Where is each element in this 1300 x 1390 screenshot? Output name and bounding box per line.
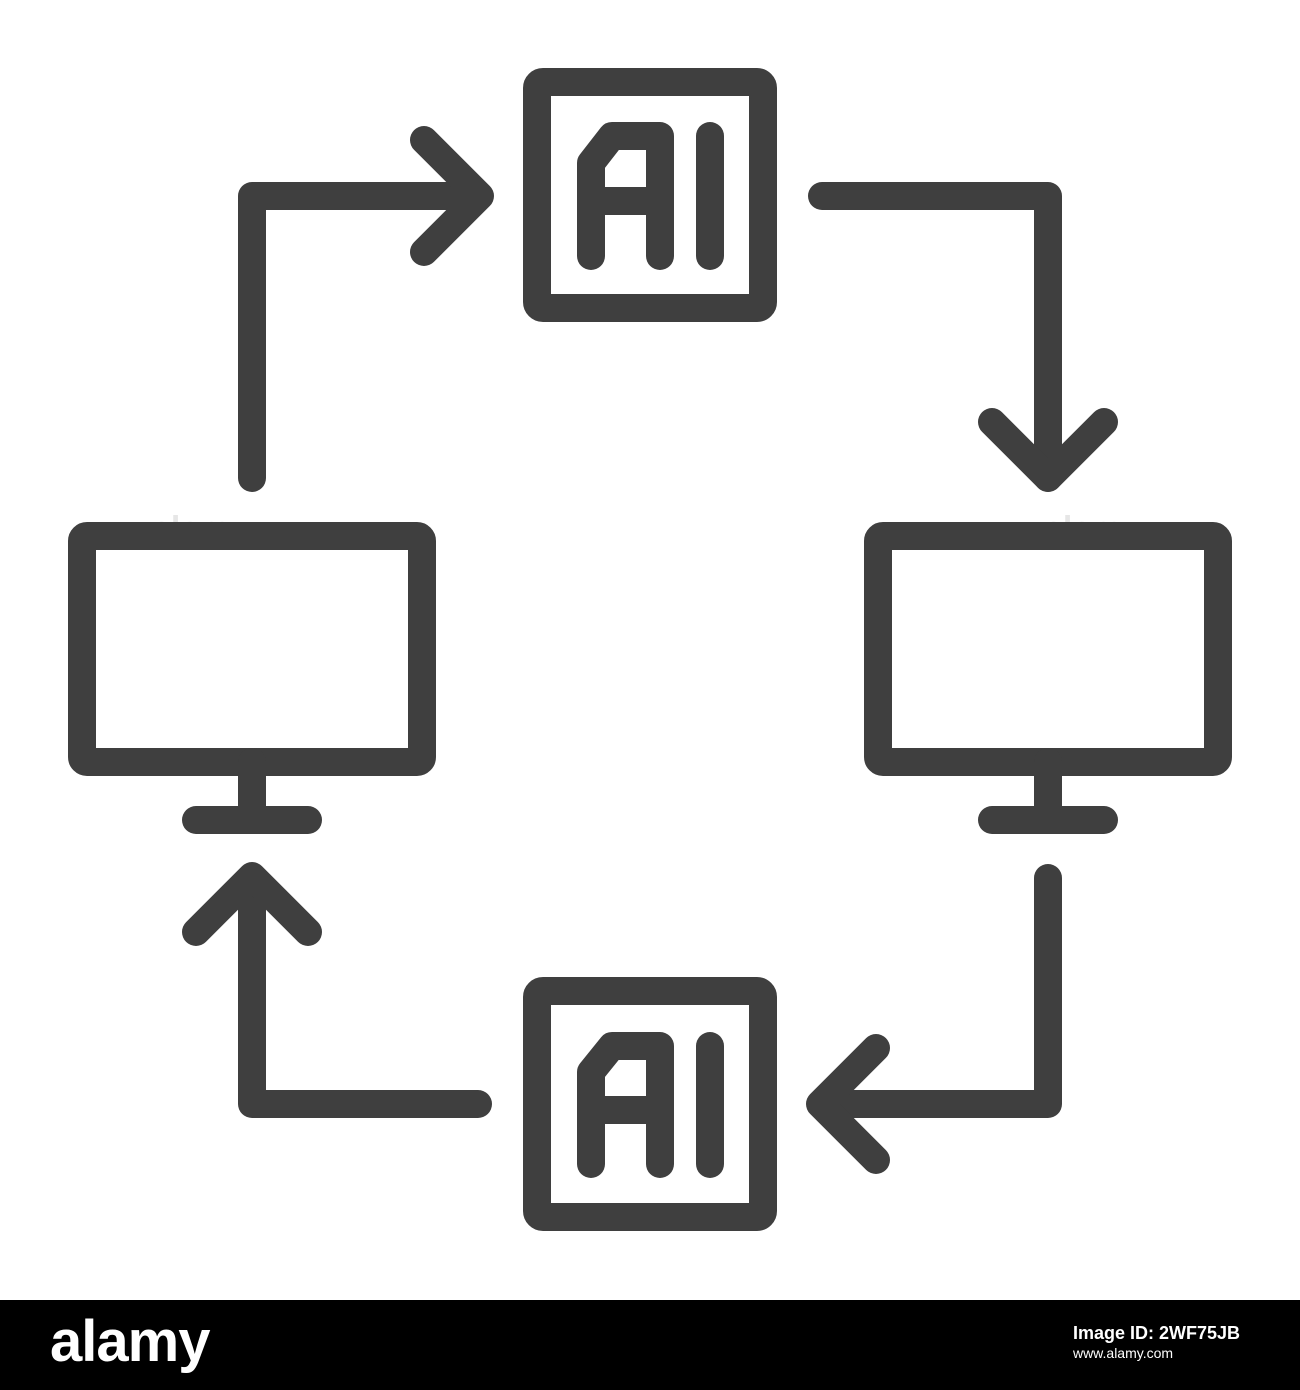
arrow-head-up-icon bbox=[182, 862, 322, 946]
monitor-left-stand bbox=[182, 748, 322, 834]
ai-chip-bottom-frame bbox=[523, 977, 777, 1231]
arrow-line bbox=[808, 864, 1062, 1118]
site-url[interactable]: www.alamy.com bbox=[1072, 1344, 1174, 1361]
monitor-right bbox=[864, 522, 1232, 834]
ai-chip-top-label bbox=[577, 122, 724, 270]
monitor-right-screen bbox=[864, 522, 1232, 776]
arrow-bottom-ai-to-left-monitor bbox=[182, 862, 492, 1118]
arrow-head-right-icon bbox=[410, 126, 494, 266]
stock-footer-bar: alamy Image ID: 2WF75JB www.alamy.com bbox=[0, 1300, 1300, 1390]
arrow-left-monitor-to-top-ai bbox=[238, 126, 494, 492]
arrow-head-down-icon bbox=[978, 408, 1118, 492]
ai-chip-top-frame bbox=[523, 68, 777, 322]
ai-letter-a-top bbox=[577, 122, 674, 270]
arrow-top-ai-to-right-monitor bbox=[808, 182, 1118, 492]
ai-chip-bottom-label bbox=[577, 1032, 724, 1178]
ai-chip-top bbox=[523, 68, 777, 322]
monitor-left-screen bbox=[68, 522, 436, 776]
monitor-left bbox=[68, 522, 436, 834]
arrow-line bbox=[238, 182, 492, 492]
arrow-line bbox=[808, 182, 1062, 492]
alamy-logo[interactable]: alamy bbox=[50, 1309, 210, 1374]
arrow-head-left-icon bbox=[806, 1034, 890, 1174]
arrow-line bbox=[238, 866, 492, 1118]
footer-info: Image ID: 2WF75JB www.alamy.com bbox=[1073, 1322, 1240, 1362]
arrow-right-monitor-to-bottom-ai bbox=[806, 864, 1062, 1174]
ai-chip-bottom bbox=[523, 977, 777, 1231]
ai-monitor-cycle-diagram: alamy alamy bbox=[68, 68, 1232, 1231]
image-id: Image ID: 2WF75JB bbox=[1072, 1323, 1240, 1343]
ai-letter-a-bottom bbox=[577, 1032, 674, 1178]
monitor-right-stand bbox=[978, 748, 1118, 834]
